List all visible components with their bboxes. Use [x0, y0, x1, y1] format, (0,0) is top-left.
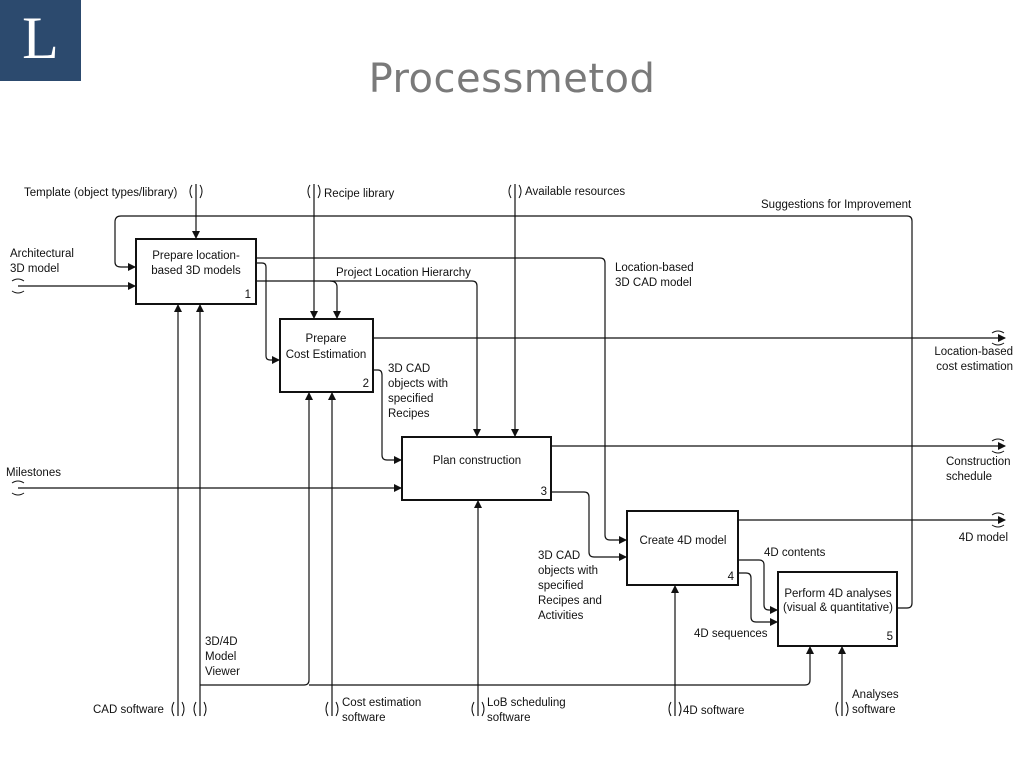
mechanism-cad-software: CAD software — [93, 304, 185, 717]
box5-line1: Perform 4D analyses — [784, 588, 892, 600]
flow-box3-to-box4: 3D CAD objects with specified Recipes an… — [538, 491, 627, 622]
mech-4d-label: 4D software — [683, 705, 744, 717]
mechanism-analyses-software: Analyses software — [835, 646, 899, 717]
activity-box-5: Perform 4D analyses (visual & quantitati… — [777, 571, 898, 647]
recipes-label-line1: 3D CAD — [388, 363, 430, 375]
mech-lob-line2: software — [487, 712, 530, 724]
control-recipe-label: Recipe library — [324, 188, 395, 200]
flow-box2-to-box3: 3D CAD objects with specified Recipes — [373, 363, 448, 464]
mech-viewer-line2: Model — [205, 651, 236, 663]
control-available-resources: Available resources — [508, 184, 625, 437]
feedback-suggestions: Suggestions for Improvement — [114, 199, 913, 609]
box4-line1: Create 4D model — [640, 535, 727, 547]
mech-viewer-line1: 3D/4D — [205, 636, 238, 648]
activities-label-line2: objects with — [538, 565, 598, 577]
box3-number: 3 — [541, 486, 547, 498]
mech-lob-line1: LoB scheduling — [487, 697, 566, 709]
logo-letter: L — [22, 5, 59, 71]
flow-4d-sequences: 4D sequences — [694, 572, 778, 640]
logo: L — [0, 0, 81, 81]
box4-number: 4 — [728, 571, 735, 583]
control-template-label: Template (object types/library) — [24, 187, 178, 199]
activities-label-line1: 3D CAD — [538, 550, 580, 562]
mechanism-cost-estimation-software: Cost estimation software — [325, 392, 421, 724]
cad-model-label-line1: Location-based — [615, 262, 694, 274]
activities-label-line3: specified — [538, 580, 583, 592]
page-title: Processmetod — [368, 56, 656, 102]
output-4d-model-label: 4D model — [959, 532, 1008, 544]
control-resources-label: Available resources — [525, 186, 625, 198]
box2-line2: Cost Estimation — [286, 349, 367, 361]
activities-label-line5: Activities — [538, 610, 584, 622]
mech-analyses-line2: software — [852, 704, 895, 716]
input-arch-line1: Architectural — [10, 248, 74, 260]
box1-number: 1 — [245, 289, 251, 301]
flow-4d-contents: 4D contents — [738, 547, 826, 614]
output-schedule-line2: schedule — [946, 471, 992, 483]
output-cost-line2: cost estimation — [936, 361, 1013, 373]
activities-label-line4: Recipes and — [538, 595, 602, 607]
sequences-label: 4D sequences — [694, 628, 768, 640]
activity-box-3: Plan construction 3 — [401, 436, 552, 501]
recipes-label-line2: objects with — [388, 378, 448, 390]
output-4d-model: 4D model — [738, 512, 1008, 544]
output-construction-schedule: Construction schedule — [551, 438, 1011, 483]
box2-number: 2 — [363, 378, 369, 390]
mech-cost-line1: Cost estimation — [342, 697, 421, 709]
hierarchy-label: Project Location Hierarchy — [336, 267, 471, 279]
input-architectural-model: Architectural 3D model — [10, 248, 136, 294]
box5-number: 5 — [887, 631, 893, 643]
box2-line1: Prepare — [306, 333, 347, 345]
mechanism-4d-software: 4D software — [668, 585, 744, 717]
box5-line2: (visual & quantitative) — [783, 602, 893, 614]
contents-label: 4D contents — [764, 547, 826, 559]
control-recipe-library: Recipe library — [307, 184, 395, 319]
mech-viewer-line3: Viewer — [205, 666, 240, 678]
input-arch-line2: 3D model — [10, 263, 59, 275]
mechanism-model-viewer: 3D/4D Model Viewer — [193, 304, 814, 717]
cad-model-label-line2: 3D CAD model — [615, 277, 692, 289]
recipes-label-line3: specified — [388, 393, 433, 405]
mech-analyses-line1: Analyses — [852, 689, 899, 701]
output-location-based-cost-estimation: Location-based cost estimation — [373, 330, 1013, 373]
mech-cost-line2: software — [342, 712, 385, 724]
flow-location-based-3d-cad-model: Location-based 3D CAD model — [256, 257, 694, 544]
input-milestones-label: Milestones — [6, 467, 61, 479]
input-milestones: Milestones — [6, 467, 402, 496]
activity-box-2: Prepare Cost Estimation 2 — [279, 318, 374, 393]
flow-project-location-hierarchy: Project Location Hierarchy — [256, 267, 481, 437]
suggestions-label: Suggestions for Improvement — [761, 199, 912, 211]
box1-line1: Prepare location- — [152, 250, 240, 262]
output-cost-line1: Location-based — [934, 346, 1013, 358]
box3-line1: Plan construction — [433, 455, 521, 467]
recipes-label-line4: Recipes — [388, 408, 430, 420]
box1-line2: based 3D models — [151, 265, 241, 277]
control-template: Template (object types/library) — [24, 184, 203, 239]
flow-box1-to-box2 — [256, 262, 280, 364]
activity-box-4: Create 4D model 4 — [626, 510, 739, 586]
mechanism-lob-scheduling-software: LoB scheduling software — [471, 500, 566, 724]
output-schedule-line1: Construction — [946, 456, 1011, 468]
activity-box-1: Prepare location- based 3D models 1 — [135, 238, 257, 305]
mech-cad-label: CAD software — [93, 704, 164, 716]
